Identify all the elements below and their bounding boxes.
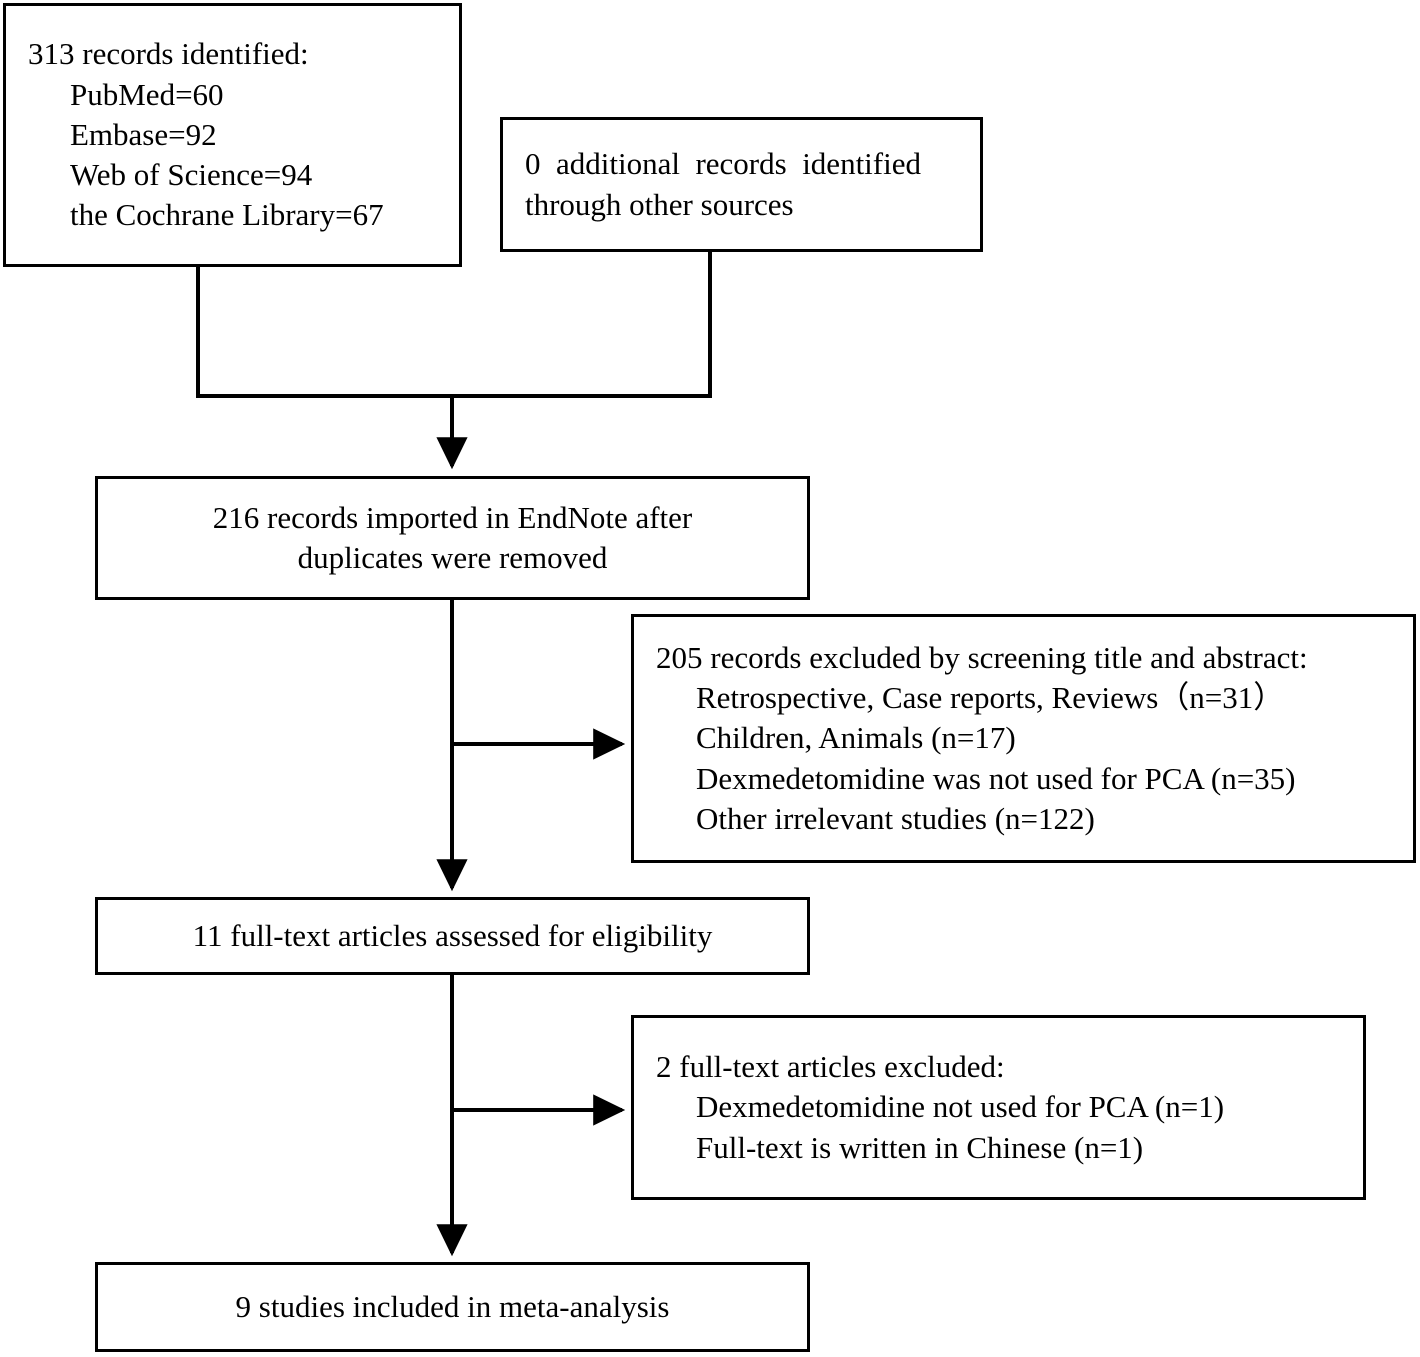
node-records-excluded-screening: 205 records excluded by screening title … (631, 614, 1416, 863)
records-identified-web-of-science: Web of Science=94 (70, 157, 313, 193)
node-fulltext-excluded: 2 full-text articles excluded: Dexmedeto… (631, 1015, 1366, 1200)
dedup-line-1: 216 records imported in EndNote after (212, 499, 693, 535)
excluded-screening-children-animals: Children, Animals (n=17) (696, 720, 1016, 756)
fulltext-assessed-line-1: 11 full-text articles assessed for eligi… (192, 917, 713, 953)
records-identified-embase: Embase=92 (70, 116, 217, 152)
excluded-screening-line-1: 205 records excluded by screening title … (656, 639, 1308, 675)
connector-identification-to-dedup (196, 252, 712, 470)
node-records-identified: 313 records identified: PubMed=60 Embase… (3, 3, 462, 267)
node-fulltext-assessed: 11 full-text articles assessed for eligi… (95, 897, 810, 975)
node-studies-included: 9 studies included in meta-analysis (95, 1262, 810, 1352)
other-sources-line-1: 0 additional records identified (525, 146, 921, 182)
dedup-line-2: duplicates were removed (297, 540, 608, 575)
other-sources-line-2: through other sources (525, 186, 794, 222)
excluded-fulltext-line-1: 2 full-text articles excluded: (656, 1049, 1005, 1085)
records-identified-pubmed: PubMed=60 (70, 76, 224, 112)
excluded-screening-dex-not-pca: Dexmedetomidine was not used for PCA (n=… (696, 760, 1296, 796)
records-identified-line-1: 313 records identified: (28, 36, 309, 72)
node-additional-records-other-sources: 0 additional records identified through … (500, 117, 983, 252)
records-identified-cochrane: the Cochrane Library=67 (70, 197, 384, 233)
node-records-after-duplicates-removed: 216 records imported in EndNote after du… (95, 476, 810, 600)
excluded-fulltext-chinese: Full-text is written in Chinese (n=1) (696, 1129, 1144, 1165)
excluded-screening-other-irrelevant: Other irrelevant studies (n=122) (696, 800, 1095, 836)
included-line-1: 9 studies included in meta-analysis (235, 1288, 670, 1324)
excluded-fulltext-dex-not-pca: Dexmedetomidine not used for PCA (n=1) (696, 1089, 1225, 1125)
excluded-screening-retrospective: Retrospective, Case reports, Reviews（n=3… (696, 680, 1285, 716)
